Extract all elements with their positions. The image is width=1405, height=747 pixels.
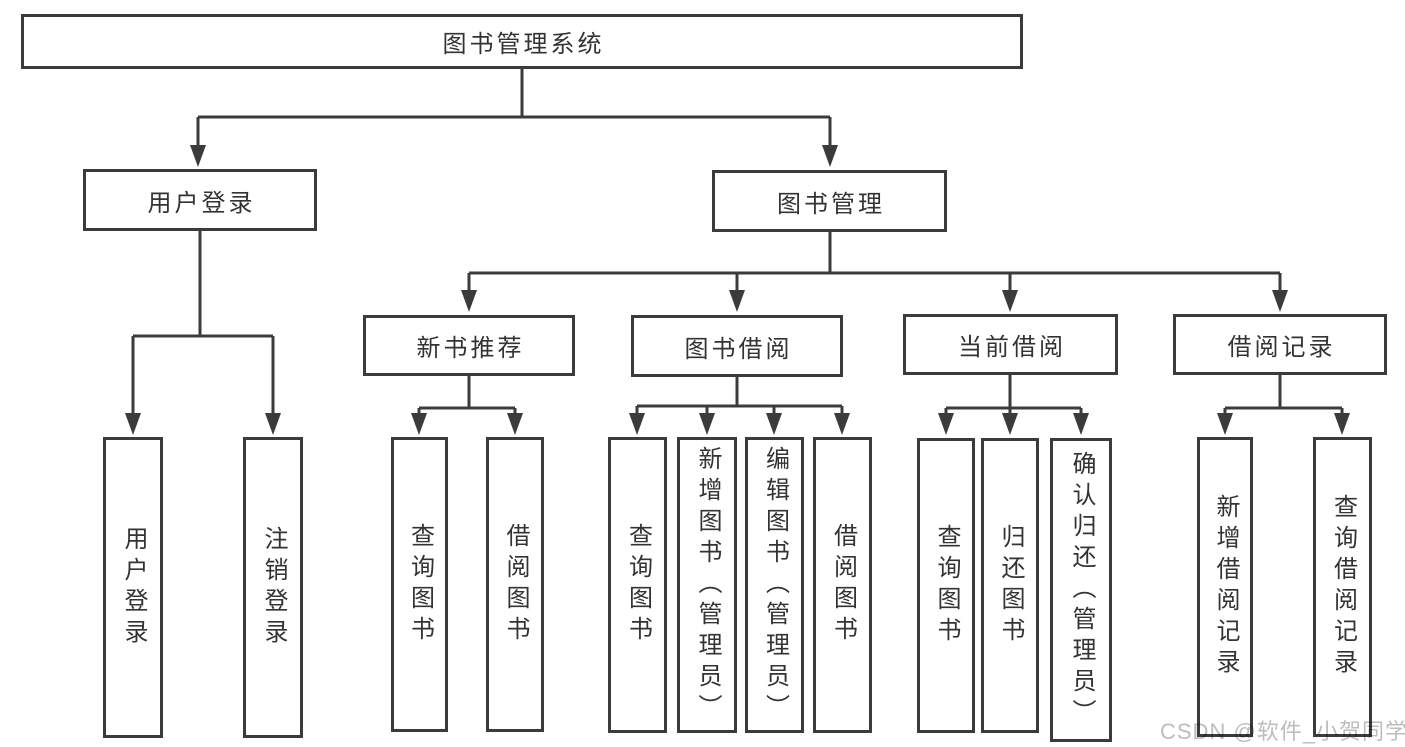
arrow-icon [1217, 413, 1233, 435]
arrow-icon [411, 413, 427, 435]
node-current-borrowing: 当前借阅 [903, 314, 1118, 375]
leaf-borrow-books: 借阅图书 [486, 437, 544, 732]
arrow-icon [1272, 290, 1288, 312]
node-book-borrowing: 图书借阅 [631, 315, 843, 377]
arrow-icon [507, 413, 523, 435]
leaf-add-borrow-record: 新增借阅记录 [1197, 437, 1253, 737]
arrow-icon [125, 413, 141, 435]
node-library-system: 图书管理系统 [21, 14, 1023, 69]
csdn-watermark: CSDN @软件_小贺同学 [1160, 719, 1405, 744]
leaf-edit-book-admin: 编辑图书（管理员） [745, 437, 804, 733]
node-borrowing-records: 借阅记录 [1173, 314, 1387, 375]
node-book-management: 图书管理 [712, 170, 947, 232]
arrow-icon [1002, 290, 1018, 312]
leaf-add-book-admin: 新增图书（管理员） [677, 437, 737, 733]
leaf-query-books: 查询图书 [608, 437, 667, 733]
arrow-icon [1334, 413, 1350, 435]
leaf-confirm-return-admin: 确认归还（管理员） [1050, 438, 1112, 742]
arrowheads [125, 145, 1350, 435]
leaf-query-books: 查询图书 [917, 438, 975, 733]
arrow-icon [822, 145, 838, 167]
leaf-borrow-books: 借阅图书 [813, 437, 872, 733]
arrow-icon [766, 413, 782, 435]
arrow-icon [461, 290, 477, 312]
arrow-icon [834, 413, 850, 435]
node-new-book-recommendation: 新书推荐 [363, 315, 575, 376]
arrow-icon [190, 145, 206, 167]
leaf-query-books: 查询图书 [391, 437, 448, 732]
node-user-login: 用户登录 [83, 169, 317, 231]
leaf-user-login: 用户登录 [103, 437, 163, 738]
arrow-icon [699, 413, 715, 435]
arrow-icon [1002, 413, 1018, 435]
arrow-icon [729, 290, 745, 312]
leaf-query-borrow-record: 查询借阅记录 [1313, 437, 1372, 737]
arrow-icon [938, 413, 954, 435]
arrow-icon [1073, 413, 1089, 435]
arrow-icon [265, 413, 281, 435]
arrow-icon [629, 413, 645, 435]
leaf-logout: 注销登录 [243, 437, 303, 738]
leaf-return-book: 归还图书 [981, 438, 1039, 733]
